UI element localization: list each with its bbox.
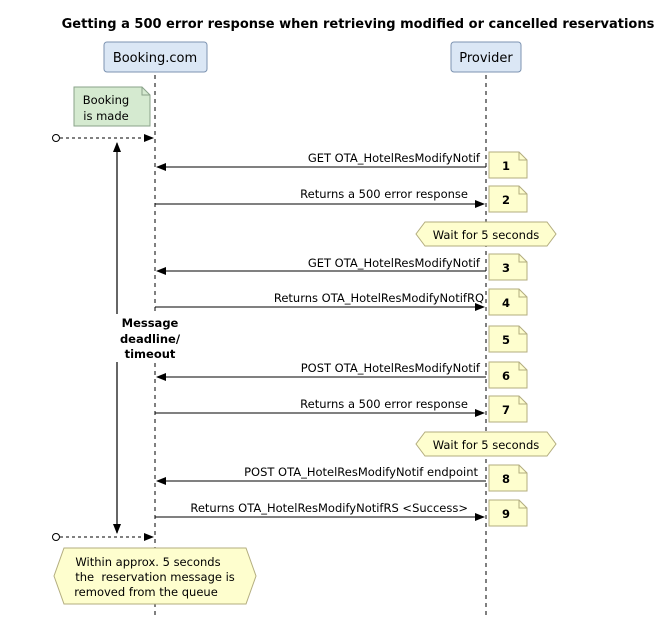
message-4-label: Returns OTA_HotelResModifyNotifRQ: [274, 291, 484, 305]
note-removed-line2: the reservation message is: [75, 570, 235, 584]
step-note-9: 9: [488, 499, 528, 527]
deadline-line2: deadline/: [120, 332, 181, 346]
step-4-number: 4: [502, 296, 510, 310]
message-4: Returns OTA_HotelResModifyNotifRQ: [155, 291, 485, 311]
step-note-7: 7: [488, 395, 528, 423]
diagram-title: Getting a 500 error response when retrie…: [62, 17, 655, 32]
step-note-8: 8: [488, 464, 528, 492]
note-removed-line3: removed from the queue: [74, 585, 218, 599]
step-6-number: 6: [502, 369, 510, 383]
step-note-2: 2: [488, 185, 528, 213]
step-8-number: 8: [502, 472, 510, 486]
incoming-message: [52, 134, 154, 142]
step-2-number: 2: [502, 193, 510, 207]
participant-booking: Booking.com: [103, 41, 208, 73]
message-8: POST OTA_HotelResModifyNotif endpoint: [156, 465, 486, 485]
step-note-3: 3: [488, 253, 528, 281]
message-3: GET OTA_HotelResModifyNotif: [156, 256, 486, 275]
step-note-1: 1: [488, 151, 528, 179]
step-note-5: 5: [488, 325, 528, 353]
outgoing-message: [52, 533, 154, 541]
step-7-number: 7: [502, 403, 510, 417]
participant-provider: Provider: [450, 41, 522, 73]
deadline-line1: Message: [122, 316, 179, 330]
step-1-number: 1: [502, 159, 510, 173]
step-9-number: 9: [502, 507, 510, 521]
step-note-4: 4: [488, 288, 528, 316]
step-3-number: 3: [502, 261, 510, 275]
message-7-label: Returns a 500 error response: [300, 397, 468, 411]
message-6: POST OTA_HotelResModifyNotif: [156, 361, 486, 381]
wait-note-2: Wait for 5 seconds: [415, 431, 557, 457]
step-5-number: 5: [502, 333, 510, 347]
note-removed-from-queue: Within approx. 5 seconds the reservation…: [53, 547, 257, 605]
message-2: Returns a 500 error response: [155, 187, 485, 208]
wait-note-1: Wait for 5 seconds: [415, 221, 557, 247]
wait-note-2-label: Wait for 5 seconds: [433, 438, 540, 452]
participant-provider-label: Provider: [459, 51, 513, 66]
message-1-label: GET OTA_HotelResModifyNotif: [308, 151, 481, 165]
participant-booking-label: Booking.com: [113, 51, 197, 66]
wait-note-1-label: Wait for 5 seconds: [433, 228, 540, 242]
message-1: GET OTA_HotelResModifyNotif: [156, 151, 486, 171]
message-2-label: Returns a 500 error response: [300, 187, 468, 201]
deadline-label: Message deadline/ timeout: [113, 314, 183, 362]
message-9: Returns OTA_HotelResModifyNotifRS <Succe…: [155, 501, 485, 521]
step-note-6: 6: [488, 361, 528, 389]
note-booking-made: Booking is made: [73, 86, 151, 127]
note-removed-line1: Within approx. 5 seconds: [75, 555, 220, 569]
note-booking-made-line2: is made: [83, 109, 128, 123]
message-7: Returns a 500 error response: [155, 397, 485, 417]
message-9-label: Returns OTA_HotelResModifyNotifRS <Succe…: [190, 501, 468, 515]
deadline-line3: timeout: [125, 347, 176, 361]
note-booking-made-line1: Booking: [83, 93, 129, 107]
message-8-label: POST OTA_HotelResModifyNotif endpoint: [244, 465, 478, 479]
message-3-label: GET OTA_HotelResModifyNotif: [308, 256, 481, 270]
message-6-label: POST OTA_HotelResModifyNotif: [301, 361, 481, 375]
